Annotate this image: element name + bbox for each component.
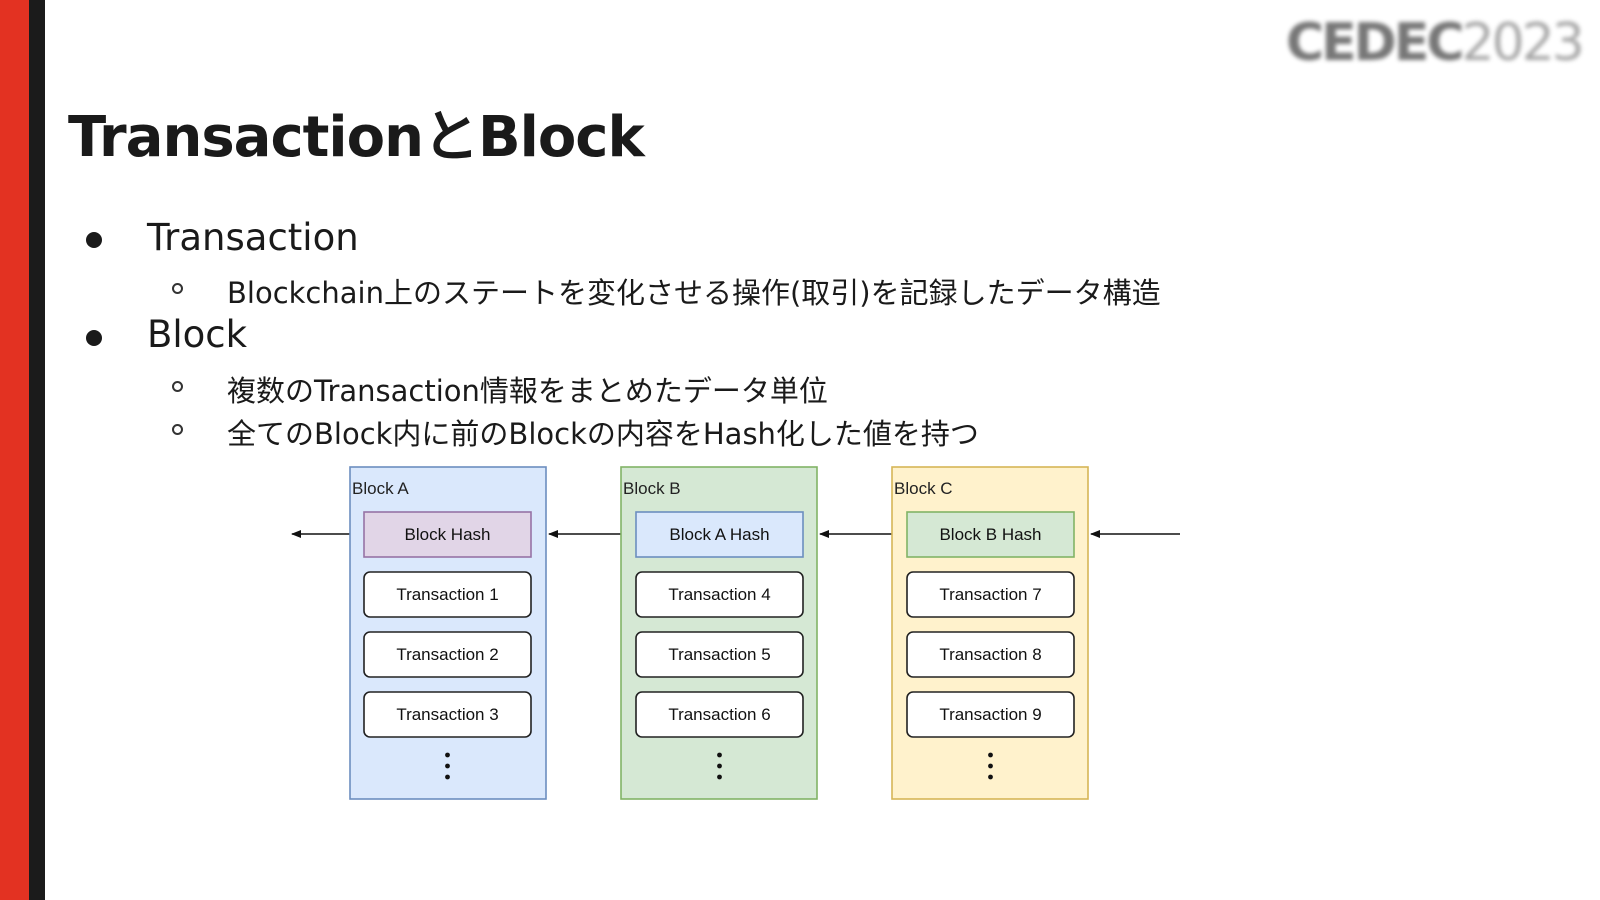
bullet-transaction: Transaction: [147, 216, 359, 259]
transaction-9: Transaction 9: [939, 705, 1041, 724]
transaction-1: Transaction 1: [396, 585, 498, 604]
block-c: Block C Block B Hash Transaction 7 Trans…: [891, 466, 1089, 800]
sub-bullet-transaction-desc: Blockchain上のステートを変化させる操作(取引)を記録したデータ構造: [227, 276, 1161, 310]
block-c-hash: Block B Hash: [939, 525, 1041, 544]
block-a-hash: Block Hash: [405, 525, 491, 544]
accent-bar-red: [0, 0, 29, 900]
block-a-label: Block A: [352, 479, 409, 498]
more-ellipsis-icon: [988, 752, 993, 780]
more-ellipsis-icon: [717, 752, 722, 780]
sub-bullet-block-desc-1: 複数のTransaction情報をまとめたデータ単位: [227, 374, 828, 408]
bullet-dot: [86, 232, 102, 248]
block-c-label: Block C: [894, 479, 953, 498]
bullet-block: Block: [147, 313, 248, 356]
transaction-5: Transaction 5: [668, 645, 770, 664]
transaction-7: Transaction 7: [939, 585, 1041, 604]
accent-bar-dark: [29, 0, 45, 900]
cedec-logo: CEDEC2023: [1286, 13, 1585, 73]
bullet-dot: [86, 330, 102, 346]
sub-bullet-ring: [172, 424, 183, 435]
transaction-6: Transaction 6: [668, 705, 770, 724]
sub-bullet-ring: [172, 283, 183, 294]
sub-bullet-ring: [172, 381, 183, 392]
slide-title: TransactionとBlock: [68, 105, 645, 170]
transaction-3: Transaction 3: [396, 705, 498, 724]
transaction-2: Transaction 2: [396, 645, 498, 664]
sub-bullet-block-desc-2: 全てのBlock内に前のBlockの内容をHash化した値を持つ: [227, 417, 979, 451]
block-b-hash: Block A Hash: [669, 525, 769, 544]
more-ellipsis-icon: [445, 752, 450, 780]
block-b-label: Block B: [623, 479, 681, 498]
block-b: Block B Block A Hash Transaction 4 Trans…: [620, 466, 818, 800]
transaction-8: Transaction 8: [939, 645, 1041, 664]
transaction-4: Transaction 4: [668, 585, 770, 604]
block-a: Block A Block Hash Transaction 1 Transac…: [349, 466, 547, 800]
